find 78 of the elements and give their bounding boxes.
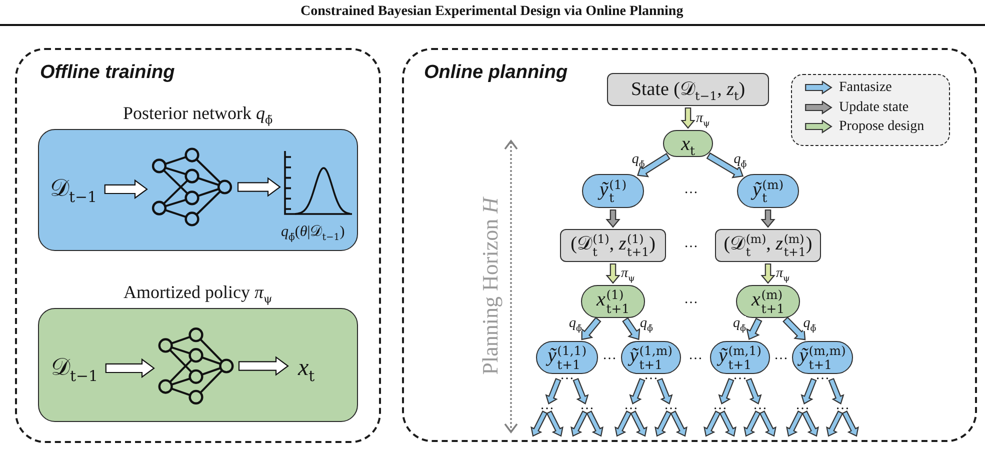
math-symbol: x$_{t}$ [298, 355, 315, 382]
ellipsis: … [560, 376, 574, 381]
ellipsis: … [602, 356, 616, 360]
arrow [704, 410, 721, 437]
state-box: (𝒟$_{t}$$^{(1)}$, z$_{t+1}$$^{(1)}$) [560, 229, 666, 262]
math-symbol: 𝒟$_{t−1}$ [50, 176, 97, 202]
panel-heading: Offline training [40, 63, 175, 84]
math-symbol: 𝒟$_{t−1}$ [51, 355, 98, 382]
arrow [680, 107, 696, 129]
arrow [719, 410, 736, 437]
box-heading: Posterior network q$_{ϕ̃}$ [123, 103, 273, 124]
arrow [606, 263, 620, 284]
arrow [782, 316, 806, 340]
design-node: x$_{t}$ [663, 130, 713, 157]
neural-network-drawing [150, 148, 234, 226]
arrow [546, 410, 564, 437]
ellipsis: … [796, 406, 810, 410]
arrow [842, 410, 859, 437]
legend-text: Propose design [839, 119, 924, 134]
arrow [614, 410, 632, 437]
arrow [654, 410, 672, 437]
arrow [800, 378, 817, 404]
arrow [706, 152, 744, 178]
arrow [786, 410, 804, 437]
ellipsis: … [684, 300, 698, 304]
arrow [581, 316, 602, 340]
arrow [586, 410, 604, 437]
arrow [760, 263, 776, 284]
box-heading: Amortized policy π$_{ψ}$ [124, 282, 272, 303]
panel-heading: Online planning [424, 63, 568, 84]
arrow [237, 177, 281, 197]
ellipsis: … [836, 406, 850, 410]
arrow [622, 317, 640, 340]
edge-label: q$_{ϕ̃}$ [733, 316, 746, 331]
ellipsis: … [664, 406, 678, 410]
arrow [826, 410, 844, 437]
arrow [606, 209, 620, 228]
ellipsis: … [733, 376, 747, 381]
ellipsis: … [580, 406, 594, 410]
ellipsis: … [753, 406, 767, 410]
arrow [828, 378, 844, 404]
arrow [629, 378, 646, 404]
arrow [530, 410, 548, 437]
ellipsis: … [684, 190, 698, 194]
ellipsis: … [774, 356, 788, 360]
arrow [744, 410, 761, 437]
arrow [637, 152, 670, 178]
ellipsis: … [644, 376, 658, 381]
legend-text: Update state [839, 100, 909, 115]
arrow [802, 410, 819, 437]
arrow [238, 356, 289, 376]
arrow [104, 179, 148, 200]
arrow [670, 410, 688, 437]
arrow [759, 410, 776, 437]
arrow [760, 209, 776, 228]
arrow [570, 410, 588, 437]
ellipsis: … [713, 406, 727, 410]
state-box: (𝒟$_{t}$$^{(m)}$, z$_{t+1}$$^{(m)}$) [715, 229, 821, 262]
ellipsis: … [540, 406, 554, 410]
arrow [630, 410, 648, 437]
arrow [656, 378, 673, 404]
neural-network-drawing [157, 328, 235, 404]
legend-text: Fantasize [839, 80, 892, 96]
dashed-panel [15, 48, 381, 443]
ellipsis: … [624, 406, 638, 410]
arrow [572, 378, 589, 404]
page-title: Constrained Bayesian Experimental Design via Online Planning [300, 4, 684, 20]
arrow [545, 378, 562, 404]
ellipsis: … [688, 356, 702, 360]
ellipsis: … [684, 244, 698, 248]
arrow [718, 378, 734, 404]
arrow [746, 378, 762, 404]
ellipsis: … [816, 376, 830, 381]
arrow [746, 318, 762, 340]
horizon-label: Planning Horizon H [478, 197, 502, 375]
state-box: State (𝒟$_{t−1}$, z$_{t}$) [607, 73, 769, 106]
arrow [105, 358, 155, 378]
plot-caption: q$_{ϕ̃}$(θ|𝒟$_{t−1}$) [281, 224, 345, 241]
